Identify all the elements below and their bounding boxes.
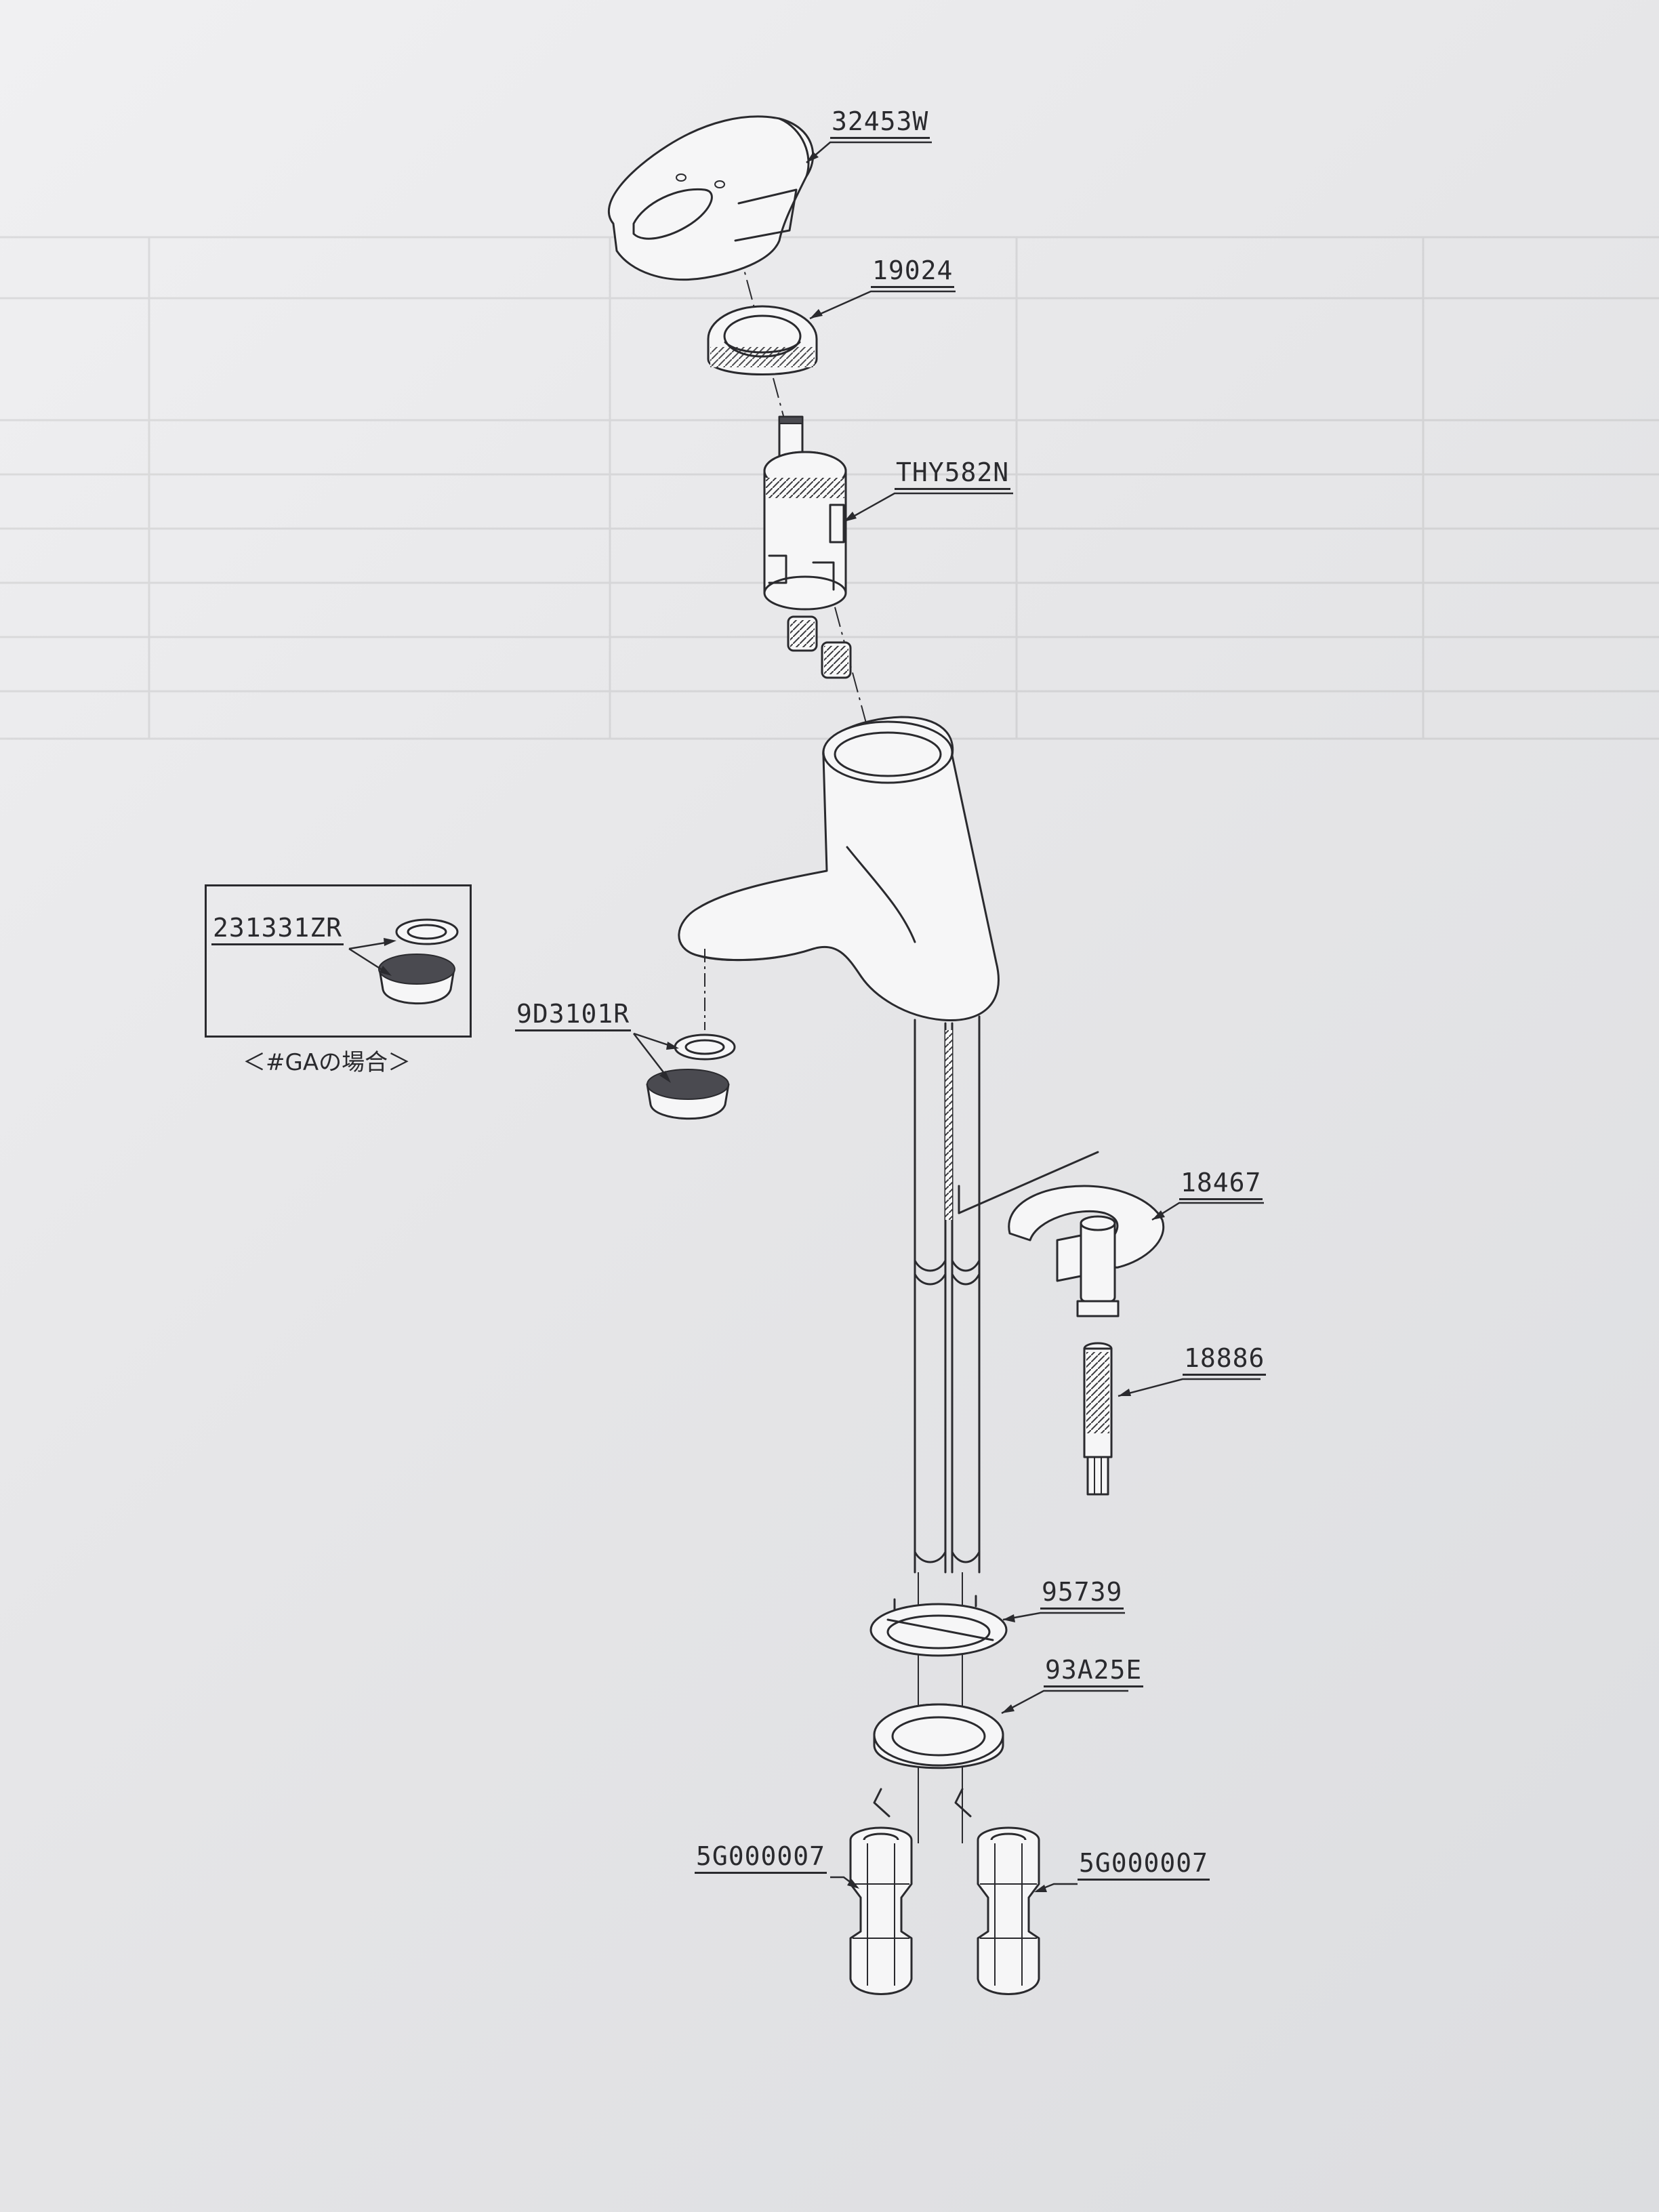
washer-plate-part: [869, 1595, 1008, 1657]
lever-handle-part: [608, 115, 815, 281]
part-label-95739: 95739: [1040, 1578, 1124, 1610]
part-label-5g000007-right: 5G000007: [1078, 1849, 1210, 1881]
aerator-part: [646, 949, 736, 1120]
part-label-thy582n: THY582N: [895, 458, 1011, 490]
part-label-18886: 18886: [1183, 1344, 1267, 1376]
nut-left-part: [849, 1826, 913, 1995]
part-label-19024: 19024: [871, 256, 955, 288]
leader-lines: [348, 141, 1264, 1892]
part-label-5g000007-left: 5G000007: [695, 1842, 827, 1874]
inset-aerator-part: [378, 918, 459, 1005]
part-label-18467: 18467: [1179, 1168, 1263, 1200]
part-label-9d3101r: 9D3101R: [515, 1000, 632, 1031]
gasket-part: [873, 1703, 1004, 1769]
nut-right-part: [977, 1826, 1040, 1995]
part-label-231331zr: 231331ZR: [211, 914, 344, 945]
part-label-93a25e: 93A25E: [1044, 1656, 1144, 1687]
cartridge-part: [763, 415, 847, 611]
inset-box: [205, 884, 472, 1038]
inset-caption: ＜#GAの場合＞: [243, 1049, 411, 1076]
part-label-32453w: 32453W: [830, 107, 930, 139]
fixing-bolt-part: [1083, 1342, 1113, 1496]
fixing-bracket-part: [1008, 1185, 1165, 1317]
cover-nut-part: [707, 305, 818, 375]
spring-seals-part: [787, 615, 852, 679]
faucet-body-part: [678, 716, 1000, 1022]
